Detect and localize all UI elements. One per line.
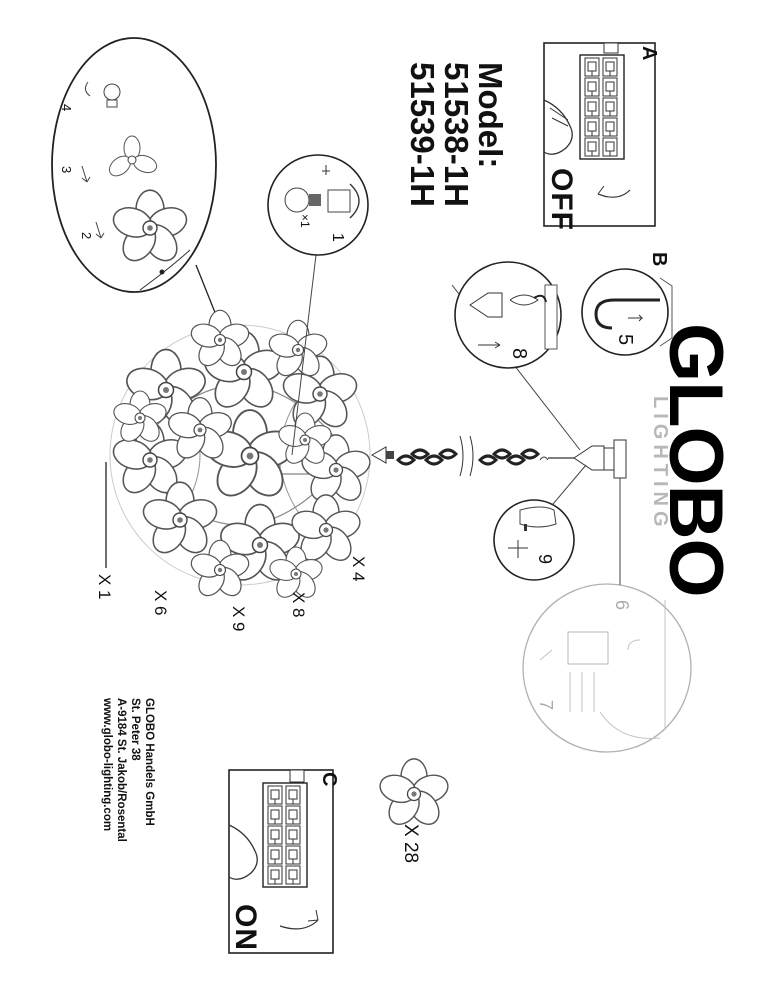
step-1-qty: ×1: [298, 214, 312, 228]
step-1-number: 1: [329, 233, 346, 242]
model-number-2: 51539-1H: [404, 62, 441, 207]
step-8-illustration: [454, 261, 562, 369]
step-7-number: 7: [536, 700, 556, 711]
steps-6-7-illustration: [522, 583, 692, 753]
model-label: Model:: [472, 62, 509, 169]
flower-sphere-lamp: [108, 309, 375, 603]
part-qty-28: X 28: [400, 824, 421, 864]
panel-a-letter: A: [638, 46, 660, 61]
step-2-number: 2: [79, 232, 94, 240]
model-heading: Model: 51538-1H 51539-1H: [404, 62, 509, 207]
panel-c-letter: C: [318, 772, 340, 787]
brand-sub: LIGHTING: [649, 396, 671, 532]
panel-a-illustration: [543, 42, 656, 227]
part-qty-8: X 8: [289, 592, 308, 618]
part-qty-4: X 4: [349, 556, 368, 582]
step-1-illustration: [267, 154, 369, 256]
part-counts: [105, 462, 453, 831]
panel-a-state: OFF: [545, 168, 578, 231]
part-qty-6: X 6: [151, 590, 170, 616]
address-line-2: St. Peter 38: [129, 698, 141, 761]
panel-c-state: ON: [229, 904, 262, 951]
panel-c-illustration: [228, 769, 334, 954]
address-line-4: www.globo-lighting.com: [101, 698, 113, 832]
step-5-illustration: [581, 268, 673, 356]
chain-and-canopy: [291, 254, 627, 585]
step-5-number: 5: [614, 334, 636, 346]
step-9-illustration: [493, 499, 575, 581]
step-9-number: 9: [535, 554, 555, 565]
part-qty-1: X 1: [95, 574, 114, 600]
panel-b-letter: B: [648, 252, 670, 267]
address-line-3: A-9184 St. Jakob/Rosental: [115, 698, 127, 842]
step-4-number: 4: [59, 104, 74, 112]
company-address: GLOBO Handels GmbH St. Peter 38 A-9184 S…: [100, 698, 156, 842]
address-line-1: GLOBO Handels GmbH: [143, 698, 155, 826]
bulb-steps-callout: [51, 37, 223, 331]
step-8-number: 8: [508, 348, 530, 360]
step-6-number: 6: [612, 600, 632, 611]
step-3-number: 3: [59, 166, 74, 174]
model-number-1: 51538-1H: [438, 62, 475, 207]
part-qty-9: X 9: [229, 606, 248, 632]
